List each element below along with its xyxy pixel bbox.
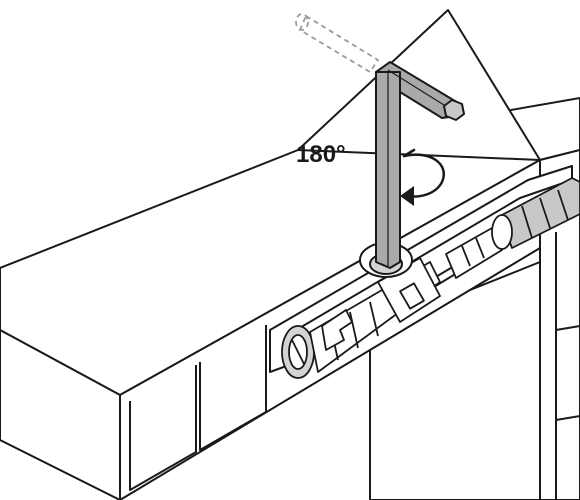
allen-key-hex-end: [443, 99, 465, 121]
ghost-key-end: [295, 13, 309, 31]
cam-slot: [291, 339, 305, 365]
rotation-angle-label: 180°: [296, 141, 346, 168]
expansion-rib-1: [521, 205, 533, 239]
right-drawer-line-1: [555, 325, 580, 331]
allen-key: [375, 61, 465, 269]
dowel-rib-2: [475, 237, 485, 259]
shaft-rib-3: [369, 301, 379, 337]
dowel-rib-1: [461, 245, 471, 267]
rotation-arrow-head: [400, 186, 414, 206]
right-drawer-line-2: [555, 415, 580, 421]
rotation-arrow-arc: [402, 153, 445, 198]
expansion-rib-2: [539, 197, 551, 229]
channel-back-wall: [285, 179, 573, 337]
board-end-face: [0, 329, 121, 500]
allen-key-arm-facet: [387, 69, 453, 111]
curved-arrow-icon: [400, 148, 445, 206]
ghost-key-arm: [298, 14, 380, 74]
rotation-arrow-tail: [402, 148, 416, 158]
allen-key-ghost: [295, 13, 380, 74]
cam-hook: [321, 309, 353, 351]
shaft-rib-2: [349, 311, 359, 349]
barrel-notch: [399, 282, 425, 310]
front-face-panel-2: [199, 325, 267, 451]
dowel-tip: [491, 214, 513, 250]
dowel-sleeve: [445, 227, 503, 279]
expansion-rib-3: [557, 189, 569, 221]
